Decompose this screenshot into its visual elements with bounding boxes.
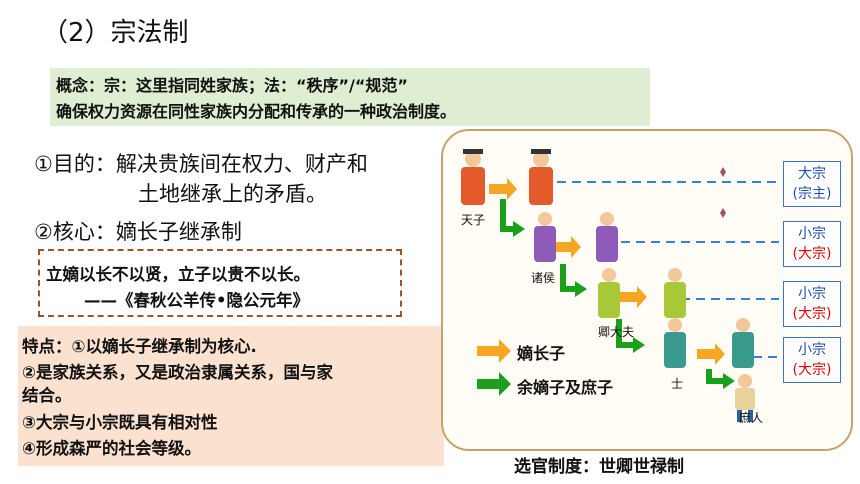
rank-qingdafu: 卿大夫 <box>598 325 635 339</box>
rank-shuren: 庶人 <box>739 411 764 425</box>
page-title: （2）宗法制 <box>42 18 189 48</box>
figure-tianzi-heir <box>529 149 553 205</box>
feature-line-4: ③大宗与小宗既具有相对性 <box>22 413 218 432</box>
figures <box>461 149 755 422</box>
zong-box-sub: (大宗) <box>792 362 832 378</box>
orange-arrows <box>489 178 725 365</box>
zong-box-title: 大宗 <box>798 166 826 182</box>
zong-box-title: 小宗 <box>798 226 826 242</box>
figure-shi <box>664 318 686 368</box>
features-box: 特点：①以嫡长子继承制为核心. ②是家族关系，又是政治隶属关系，国与家 结合。 … <box>18 326 444 466</box>
diagram-graphics <box>461 149 779 422</box>
figure-zhuhou-heir <box>596 212 618 262</box>
zong-box-xiaozong-3: 小宗 (大宗) <box>783 337 841 383</box>
diamond-mark <box>720 167 726 177</box>
figure-qingdafu <box>598 268 620 318</box>
core-text: ②核心：嫡长子继承制 <box>34 220 242 244</box>
quote-source: ——《春秋公羊传•隐公元年》 <box>84 291 310 310</box>
legend-green-arrow <box>477 372 511 396</box>
quote-box: 立嫡以长不以贤，立子以贵不以长。 ——《春秋公羊传•隐公元年》 <box>38 249 402 317</box>
figure-shi-heir <box>732 318 754 368</box>
feature-line-5: ④形成森严的社会等级。 <box>22 439 201 458</box>
zong-box-title: 小宗 <box>798 286 826 302</box>
zong-box-dazong: 大宗 (宗主) <box>783 161 841 207</box>
purpose-line-1: ①目的：解决贵族间在权力、财产和 <box>34 152 368 176</box>
purpose-line-2: 土地继承上的矛盾。 <box>138 182 327 206</box>
zong-box-xiaozong-2: 小宗 (大宗) <box>783 281 841 327</box>
caption-text: 选官制度：世卿世禄制 <box>514 457 684 477</box>
feature-line-2: ②是家族关系，又是政治隶属关系，国与家 <box>22 363 333 382</box>
concept-line-1: 概念：宗：这里指同姓家族；法：“秩序”/“规范” <box>56 76 408 95</box>
rank-shi: 士 <box>671 377 684 391</box>
figure-shuren <box>735 374 755 422</box>
quote-line-1: 立嫡以长不以贤，立子以贵不以长。 <box>46 265 310 284</box>
zong-box-sub: (宗主) <box>792 186 832 202</box>
zong-box-sub: (大宗) <box>792 246 832 262</box>
figure-tianzi <box>461 149 485 205</box>
zongfa-diagram: 天子 诸侯 卿大夫 士 庶人 嫡长子 余嫡子及庶子 大宗 (宗主) 小宗 (大宗… <box>441 129 853 451</box>
diamond-mark <box>720 208 726 218</box>
rank-tianzi: 天子 <box>461 213 486 227</box>
rank-zhuhou: 诸侯 <box>531 271 556 285</box>
feature-line-3: 结合。 <box>22 386 72 405</box>
legend-others-label: 余嫡子及庶子 <box>517 378 614 397</box>
concept-line-2: 确保权力资源在同性家族内分配和传承的一种政治制度。 <box>56 102 457 121</box>
legend-eldest-label: 嫡长子 <box>517 344 566 363</box>
figure-qingdafu-heir <box>664 268 686 318</box>
legend-orange-arrow <box>477 339 511 363</box>
zong-box-xiaozong-1: 小宗 (大宗) <box>783 221 841 267</box>
concept-box: 概念：宗：这里指同姓家族；法：“秩序”/“规范” 确保权力资源在同性家族内分配和… <box>50 68 650 126</box>
feature-line-1: 特点：①以嫡长子继承制为核心. <box>22 337 257 356</box>
figure-zhuhou <box>534 212 556 262</box>
zong-box-title: 小宗 <box>798 342 826 358</box>
zong-box-sub: (大宗) <box>792 306 832 322</box>
